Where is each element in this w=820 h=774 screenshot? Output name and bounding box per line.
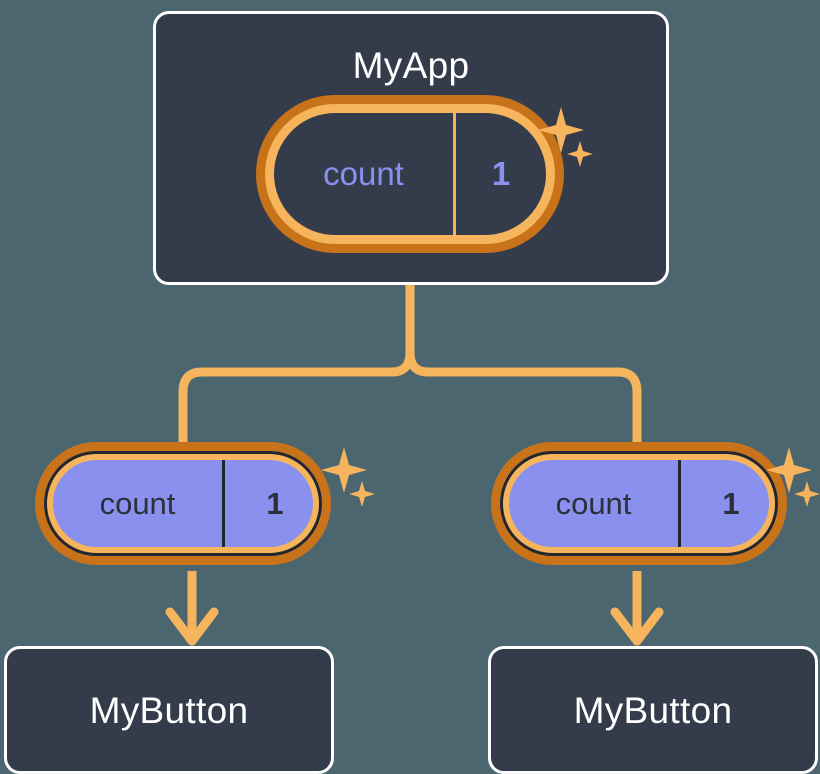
sparkle-group-child-left (320, 441, 382, 516)
arrow-left-head (165, 607, 219, 646)
connector-branch-left (178, 351, 415, 462)
component-title-myapp: MyApp (352, 45, 470, 86)
state-pill-child-left[interactable]: count 1 (44, 451, 322, 556)
state-pill-body: count 1 (500, 451, 778, 556)
state-pill-body: count 1 (265, 104, 555, 244)
state-key: count (274, 113, 456, 235)
component-title-mybutton: MyButton (89, 689, 249, 731)
connector-branch-right (405, 351, 642, 462)
state-pill-root[interactable]: count 1 (265, 104, 555, 244)
sparkle-four-point-small-icon (349, 481, 375, 507)
state-key: count (509, 460, 681, 547)
component-title-mybutton: MyButton (573, 689, 733, 731)
state-value: 1 (722, 485, 740, 521)
sparkle-four-point-small-icon (794, 481, 820, 507)
state-value: 1 (266, 485, 284, 521)
state-pill-body: count 1 (44, 451, 322, 556)
component-box-mybutton-right[interactable]: MyButton (488, 646, 818, 774)
arrow-right-head (610, 607, 664, 646)
sparkle-four-point-large-icon (321, 447, 367, 493)
state-pill-child-right[interactable]: count 1 (500, 451, 778, 556)
state-key: count (53, 460, 225, 547)
state-value: 1 (491, 155, 511, 192)
component-box-mybutton-left[interactable]: MyButton (4, 646, 334, 774)
